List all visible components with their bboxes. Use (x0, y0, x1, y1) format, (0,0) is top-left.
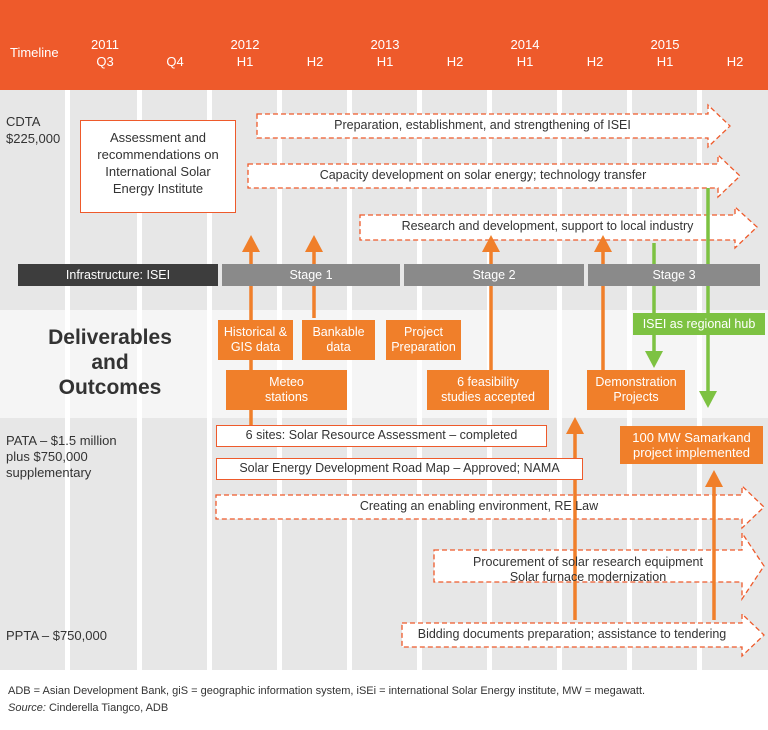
timeline-label: Timeline (10, 45, 59, 60)
arrow-enabling-environment (215, 484, 765, 530)
source-note: Source: Cinderella Tiangco, ADB (8, 702, 169, 714)
pata-label-1: PATA – $1.5 million (6, 433, 117, 448)
column-divider (417, 90, 422, 670)
samarkand-box: 100 MW Samarkand project implemented (620, 426, 763, 464)
period-2012-h2: H2 (306, 54, 324, 69)
sites-box: 6 sites: Solar Resource Assessment – com… (216, 425, 547, 447)
pata-label-2: plus $750,000 (6, 449, 88, 464)
ppta-label: PPTA – $750,000 (6, 628, 107, 643)
period-2015-h2: H2 (726, 54, 744, 69)
column-divider (137, 90, 142, 670)
bankable-data-box: Bankable data (302, 320, 375, 360)
isei-preparation-label: Preparation, establishment, and strength… (334, 118, 631, 132)
procurement-label-1: Procurement of solar research equipment (473, 555, 703, 569)
infrastructure-bar: Infrastructure: ISEI (18, 264, 218, 286)
column-divider (207, 90, 212, 670)
column-divider (65, 90, 70, 670)
project-preparation-box: Project Preparation (386, 320, 461, 360)
arrow-procurement (433, 530, 765, 602)
historical-gis-box: Historical & GIS data (218, 320, 293, 360)
cdta-label: CDTA (6, 114, 41, 129)
arrow-isei-preparation (256, 103, 731, 149)
arrow-bidding (401, 612, 765, 658)
enabling-environment-label: Creating an enabling environment, RE Law (359, 499, 599, 513)
pata-label-3: supplementary (6, 465, 92, 480)
period-2014-h2: H2 (586, 54, 604, 69)
column-divider (347, 90, 352, 670)
feasibility-studies-box: 6 feasibility studies accepted (427, 370, 549, 410)
column-divider (557, 90, 562, 670)
period-2013-h2: H2 (446, 54, 464, 69)
bidding-label: Bidding documents preparation; assistanc… (417, 627, 727, 641)
period-2011-q4: Q4 (166, 54, 184, 69)
procurement-label-2: Solar furnace modernization (509, 570, 667, 584)
capacity-development-label: Capacity development on solar energy; te… (319, 168, 647, 182)
arrow-research-development (359, 205, 758, 250)
roadmap-box: Solar Energy Development Road Map – Appr… (216, 458, 583, 480)
regional-hub-box: ISEI as regional hub (633, 313, 765, 335)
demonstration-projects-box: Demonstration Projects (587, 370, 685, 410)
stage3-bar: Stage 3 (588, 264, 760, 286)
research-development-label: Research and development, support to loc… (401, 219, 694, 233)
meteo-stations-box: Meteo stations (226, 370, 347, 410)
column-divider (697, 90, 702, 670)
cdta-amount: $225,000 (6, 131, 61, 146)
stage2-bar: Stage 2 (404, 264, 584, 286)
stage1-bar: Stage 1 (222, 264, 400, 286)
abbreviations-note: ADB = Asian Development Bank, giS = geog… (8, 685, 646, 697)
arrow-capacity-development (247, 153, 741, 199)
deliverables-title: Deliverables and Outcomes (48, 326, 172, 399)
assessment-box: Assessment and recommendations on Intern… (80, 120, 236, 213)
